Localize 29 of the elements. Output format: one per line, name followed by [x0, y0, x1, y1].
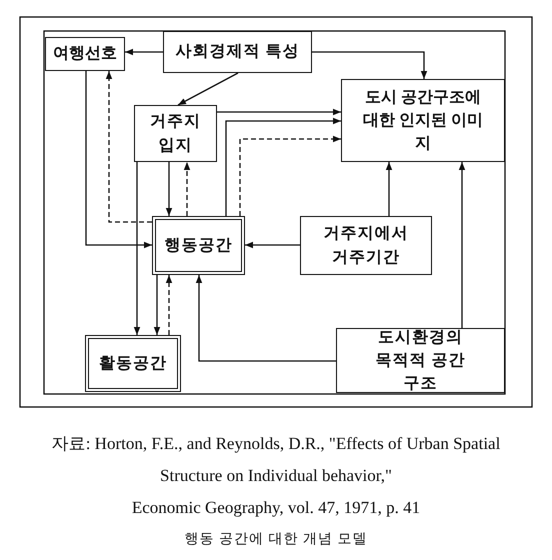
- caption: 행동 공간에 대한 개념 모델: [184, 531, 368, 548]
- process-box: 거주지에서 거주기간: [300, 216, 432, 275]
- source-note: Economic Geography, vol. 47, 1971, p. 41: [130, 497, 422, 519]
- process-box: 도시환경의 목적적 공간구조: [336, 328, 505, 393]
- arrow: [245, 242, 300, 248]
- arrow: [217, 108, 341, 116]
- arrow: [106, 71, 152, 223]
- arrow: [458, 162, 466, 328]
- arrow: [225, 118, 341, 216]
- process-box: 거주지 입지: [134, 105, 217, 162]
- arrow: [125, 48, 163, 56]
- arrow: [386, 162, 392, 216]
- arrow: [184, 162, 190, 216]
- process-box: 도시 공간구조에 대한 인지된 이미지: [341, 79, 505, 162]
- process-box: 사회경제적 특성: [163, 31, 312, 73]
- arrow: [154, 275, 160, 335]
- arrow: [178, 72, 238, 106]
- arrow: [312, 51, 428, 79]
- source-note: Structure on Individual behavior,": [159, 465, 393, 487]
- arrow: [134, 162, 140, 335]
- double-box: 활동공간: [85, 335, 181, 392]
- arrow: [196, 275, 336, 362]
- process-box: 여행선호: [45, 37, 125, 71]
- source-note: 자료: Horton, F.E., and Reynolds, D.R., "Effects of Urban Spatial: [50, 433, 502, 455]
- arrow: [239, 136, 341, 216]
- double-box: 행동공간: [152, 216, 245, 275]
- arrow: [85, 71, 152, 248]
- arrow: [166, 275, 172, 335]
- arrow: [166, 162, 172, 216]
